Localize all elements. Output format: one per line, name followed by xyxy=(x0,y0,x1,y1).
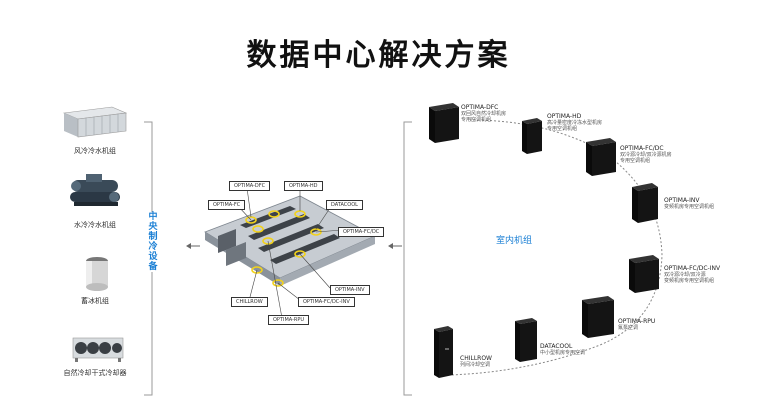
equipment-label: 风冷冷水机组 xyxy=(74,147,116,155)
cabinet-icon xyxy=(434,326,453,378)
unit-desc: 高冷量密度冷冻水型机房 xyxy=(547,120,603,126)
floor-plan-illustration xyxy=(204,187,376,319)
unit-name: OPTIMA-RPU xyxy=(618,318,656,325)
cabinet-icon xyxy=(522,118,542,154)
unit-desc: 双冷源冷却/双冷源机房 xyxy=(620,152,672,158)
air-cooled-chiller-icon xyxy=(62,106,128,138)
central-cooling-label: 中央制冷设备 xyxy=(147,212,159,272)
cabinet-icon xyxy=(429,103,459,143)
equipment-label: 自然冷却干式冷却器 xyxy=(63,369,127,377)
unit-datacool: DATACOOL 中小型机房专用空调 xyxy=(540,343,585,356)
indoor-units-label: 室内机组 xyxy=(496,236,533,246)
unit-desc: 专用空调机组 xyxy=(620,158,651,164)
cabinet-icon xyxy=(632,183,658,223)
unit-desc: 专用空调机组 xyxy=(547,126,578,132)
unit-name: CHILLROW xyxy=(460,355,492,362)
dry-cooler-icon xyxy=(72,337,124,362)
floor-tag-optima-fc: OPTIMA-FC xyxy=(208,200,246,210)
unit-desc: 双回风自然冷却机房 xyxy=(461,111,507,117)
unit-name: DATACOOL xyxy=(540,343,573,350)
cabinet-icon xyxy=(515,318,537,362)
floor-tag-optima-fc-dc: OPTIMA-FC/DC xyxy=(338,227,385,237)
cabinet-icon xyxy=(582,296,614,338)
unit-desc: 双冷源冷却/双冷源 xyxy=(664,272,706,278)
unit-optima-fc-dc-inv: OPTIMA-FC/DC-INV 双冷源冷却/双冷源 变频机房专用空调机组 xyxy=(664,265,720,284)
equipment-label: 蓄冰机组 xyxy=(81,297,109,305)
unit-name: OPTIMA-INV xyxy=(664,197,700,204)
ice-storage-tank-icon xyxy=(86,257,108,291)
unit-desc: 专用空调机组 xyxy=(461,117,492,123)
unit-desc: 变频机房专用空调机组 xyxy=(664,278,715,284)
floor-tag-optima-fc-dc-inv: OPTIMA-FC/DC-INV xyxy=(298,297,355,307)
floor-tag-optima-dfc: OPTIMA-DFC xyxy=(229,181,271,191)
unit-desc: 变频机房专用空调机组 xyxy=(664,204,715,210)
unit-chillrow: CHILLROW 列间冷却空调 xyxy=(460,355,492,368)
unit-desc: 中小型机房专用空调 xyxy=(540,350,586,356)
floor-tag-optima-rpu: OPTIMA-RPU xyxy=(268,315,310,325)
unit-optima-hd: OPTIMA-HD 高冷量密度冷冻水型机房 专用空调机组 xyxy=(547,113,602,132)
unit-desc: 列间冷却空调 xyxy=(460,362,491,368)
cabinet-icon xyxy=(586,138,616,176)
page-title: 数据中心解决方案 xyxy=(246,38,511,73)
unit-name: OPTIMA-FC/DC-INV xyxy=(664,265,721,272)
unit-optima-dfc: OPTIMA-DFC 双回风自然冷却机房 专用空调机组 xyxy=(461,104,506,123)
unit-name: OPTIMA-DFC xyxy=(461,104,499,111)
floor-tag-datacool: DATACOOL xyxy=(326,200,363,210)
equipment-label: 水冷冷水机组 xyxy=(74,221,116,229)
floor-tag-optima-hd: OPTIMA-HD xyxy=(284,181,323,191)
cabinet-icon xyxy=(629,255,659,293)
unit-name: OPTIMA-HD xyxy=(547,113,582,120)
unit-optima-rpu: OPTIMA-RPU 氟泵空调 xyxy=(618,318,655,331)
unit-optima-inv: OPTIMA-INV 变频机房专用空调机组 xyxy=(664,197,714,210)
floor-tag-chillrow: CHILLROW xyxy=(231,297,268,307)
unit-name: OPTIMA-FC/DC xyxy=(620,145,664,152)
water-cooled-chiller-icon xyxy=(70,174,120,206)
floor-tag-optima-inv: OPTIMA-INV xyxy=(330,285,370,295)
unit-desc: 氟泵空调 xyxy=(618,325,639,331)
unit-optima-fc-dc: OPTIMA-FC/DC 双冷源冷却/双冷源机房 专用空调机组 xyxy=(620,145,672,164)
